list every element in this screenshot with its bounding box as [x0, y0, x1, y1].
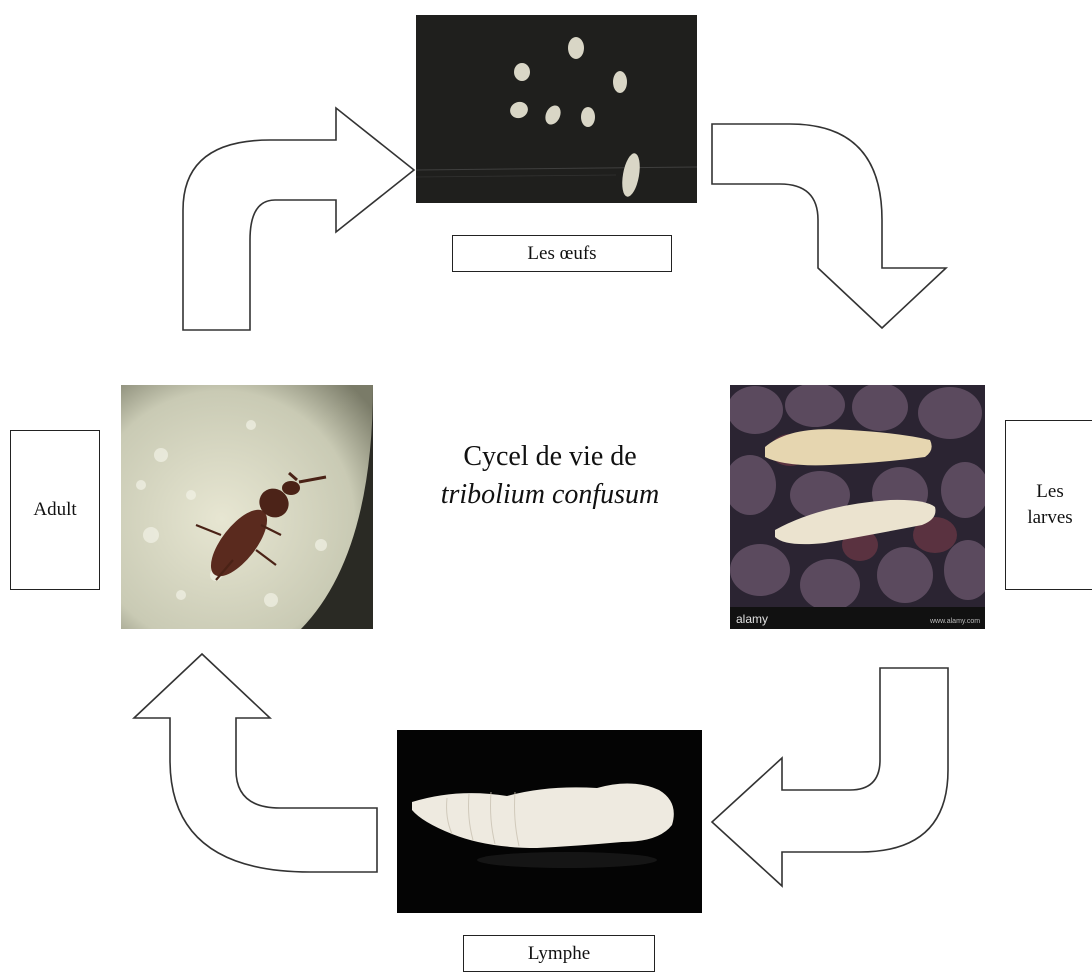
pupa-photo: [397, 730, 702, 913]
arrow-adult-to-eggs: [183, 108, 414, 330]
arrow-pupa-to-adult: [134, 654, 377, 872]
adult-label: Adult: [10, 430, 100, 590]
title-species: tribolium confusum: [400, 476, 700, 514]
larvae-label-line2: larves: [1027, 505, 1072, 531]
eggs-label: Les œufs: [452, 235, 672, 272]
larvae-watermark-url: www.alamy.com: [929, 618, 980, 625]
adult-photo: [121, 385, 373, 629]
egg: [581, 107, 595, 127]
larvae-watermark-brand: alamy: [736, 612, 768, 626]
arrow-eggs-to-larvae: [712, 124, 946, 328]
arrow-larvae-to-pupa: [712, 668, 948, 886]
egg: [514, 63, 530, 81]
larvae-photo: alamy www.alamy.com: [730, 385, 985, 629]
title-line1: Cycel de vie de: [400, 438, 700, 476]
egg: [568, 37, 584, 59]
larvae-label-line1: Les: [1036, 479, 1063, 505]
diagram-title: Cycel de vie de tribolium confusum: [400, 438, 700, 514]
adult-label-text: Adult: [33, 497, 76, 523]
eggs-photo: [416, 15, 697, 203]
eggs-label-text: Les œufs: [527, 241, 596, 267]
pupa-label-text: Lymphe: [528, 941, 590, 967]
pupa-label: Lymphe: [463, 935, 655, 972]
egg: [613, 71, 627, 93]
larvae-label: Les larves: [1005, 420, 1092, 590]
